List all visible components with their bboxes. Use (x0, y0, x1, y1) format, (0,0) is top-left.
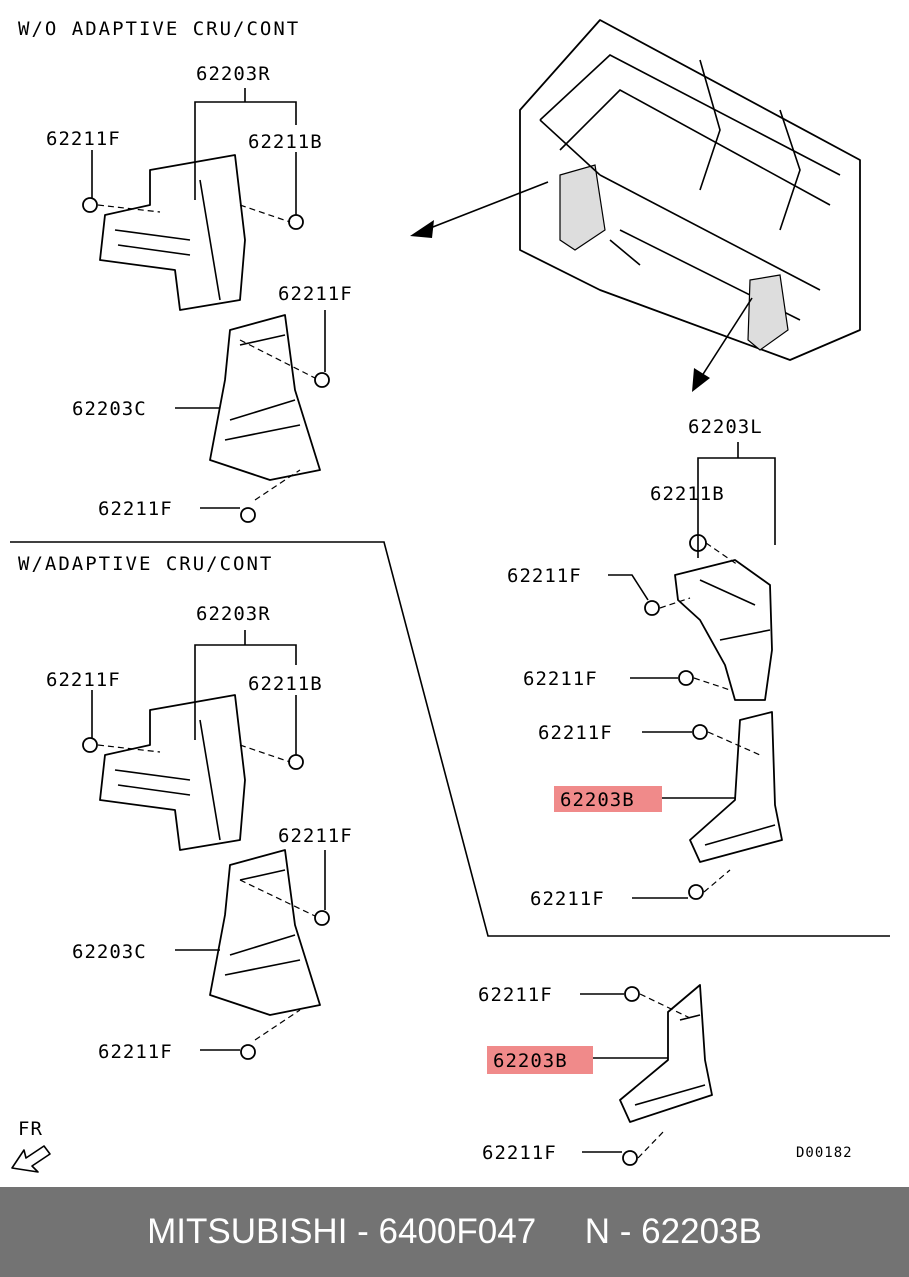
label-62211f-right-4: 62211F (530, 888, 605, 910)
clip-62211f-mid-icon (314, 372, 330, 388)
clip-62211f-bottom-icon-lower (240, 1044, 256, 1060)
group-right-lower: 62211F 62203B 62211F (478, 984, 713, 1166)
label-62203l: 62203L (688, 416, 763, 438)
footer-bar: MITSUBISHI - 6400F047 N - 62203B (0, 1187, 909, 1277)
bracket-62203r-part-lower (99, 694, 246, 851)
clip-62211f-bottom-icon (240, 507, 256, 523)
bracket-62203r-part (99, 154, 246, 311)
footer-part-number: MITSUBISHI - 6400F047 N - 62203B (147, 1212, 762, 1251)
detail-arrow-down (692, 297, 753, 392)
label-62211f-bottom-lower: 62211F (98, 1041, 173, 1063)
clip-62211b-icon-lower (288, 754, 304, 770)
section-divider-line (10, 541, 890, 937)
label-62211f-right-3: 62211F (538, 722, 613, 744)
clip-62211f-lower-top-icon (624, 986, 640, 1002)
label-62203b-upper: 62203B (560, 789, 635, 811)
header-with-adaptive: W/ADAPTIVE CRU/CONT (18, 553, 273, 575)
clip-62211f-lower-bottom-icon (622, 1150, 638, 1166)
label-62211f-top-lower: 62211F (46, 669, 121, 691)
header-without-adaptive: W/O ADAPTIVE CRU/CONT (18, 18, 300, 40)
highlight-62203b-upper (554, 786, 662, 812)
guide-62203b-upper-part (689, 711, 783, 863)
label-62203c-lower: 62203C (72, 941, 147, 963)
label-62211f-top-left: 62211F (46, 128, 121, 150)
clip-62211f-right-1-icon (644, 600, 660, 616)
label-62203r-top: 62203R (196, 63, 271, 85)
label-62211f-lower-top: 62211F (478, 984, 553, 1006)
label-62211f-mid-top-left: 62211F (278, 283, 353, 305)
label-62203b-lower: 62203B (493, 1050, 568, 1072)
highlight-62203b-lower (487, 1046, 593, 1074)
clip-62211b-icon (288, 214, 304, 230)
bracket-62203l-part (674, 559, 773, 701)
detail-arrow-left (410, 181, 549, 238)
label-62211b-lower: 62211B (248, 673, 323, 695)
label-62211b-top-left: 62211B (248, 131, 323, 153)
exploded-parts-diagram: W/O ADAPTIVE CRU/CONT W/ADAPTIVE CRU/CON… (10, 18, 890, 1173)
group-without-adaptive: 62203R 62211F 62211B 62211F 62203C 62211… (46, 63, 353, 523)
clip-62211f-top-icon (82, 197, 98, 213)
label-62203r-lower: 62203R (196, 603, 271, 625)
clip-62211f-top-icon-lower (82, 737, 98, 753)
label-62211f-mid-lower: 62211F (278, 825, 353, 847)
clip-62211f-right-2-icon (678, 670, 694, 686)
vehicle-radiator-support-illustration (519, 19, 861, 361)
clip-62211f-right-4-icon (688, 884, 704, 900)
guide-62203b-lower-part (619, 984, 713, 1123)
label-62211f-bottom-top-left: 62211F (98, 498, 173, 520)
front-direction-label: FR (18, 1118, 43, 1140)
group-with-adaptive: 62203R 62211F 62211B 62211F 62203C 62211… (46, 603, 353, 1063)
clip-62211f-mid-icon-lower (314, 910, 330, 926)
label-62203c-top-left: 62203C (72, 398, 147, 420)
guide-62203c-part-lower (209, 849, 321, 1016)
label-62211b-right: 62211B (650, 483, 725, 505)
label-62211f-right-1: 62211F (507, 565, 582, 587)
clip-62211f-right-3-icon (692, 724, 708, 740)
drawing-code: D00182 (796, 1145, 853, 1161)
label-62211f-right-2: 62211F (523, 668, 598, 690)
guide-62203c-part (209, 314, 321, 481)
group-right-upper: 62203L 62211B 62211F 62211F 62211F 62203… (507, 416, 783, 910)
label-62211f-lower-bottom: 62211F (482, 1142, 557, 1164)
front-direction-arrow-icon (11, 1145, 51, 1173)
